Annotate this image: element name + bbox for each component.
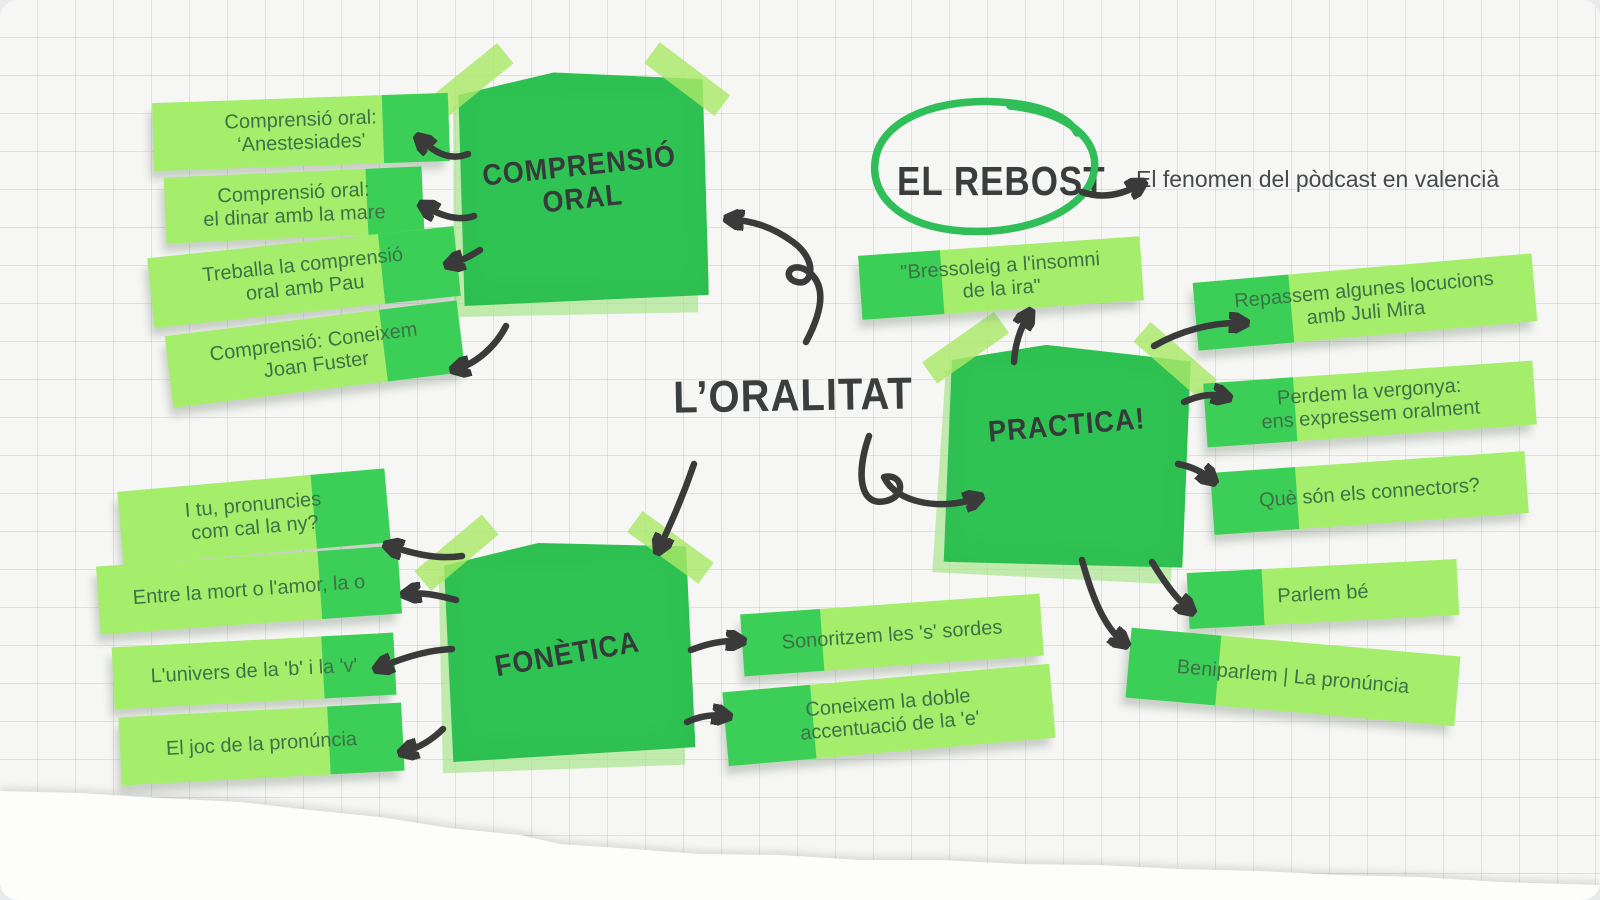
page-title: L’ORALITAT bbox=[672, 369, 914, 423]
sticky-note-fonetica: FONÈTICA bbox=[414, 510, 714, 763]
rebost-heading: EL REBOST bbox=[897, 158, 1106, 205]
topic-label-anestesiades[interactable]: Comprensió oral: ‘Anestesiades' bbox=[151, 92, 451, 172]
sticky-note-practica: PRACTICA! bbox=[922, 311, 1217, 575]
rebost-link[interactable]: El fenomen del pòdcast en valencià bbox=[1136, 166, 1500, 192]
sticky-note-comprensio-oral: COMPRENSIÓ ORAL bbox=[428, 42, 731, 306]
topic-label-dinar-mare[interactable]: Comprensió oral: el dinar amb la mare bbox=[163, 166, 425, 244]
